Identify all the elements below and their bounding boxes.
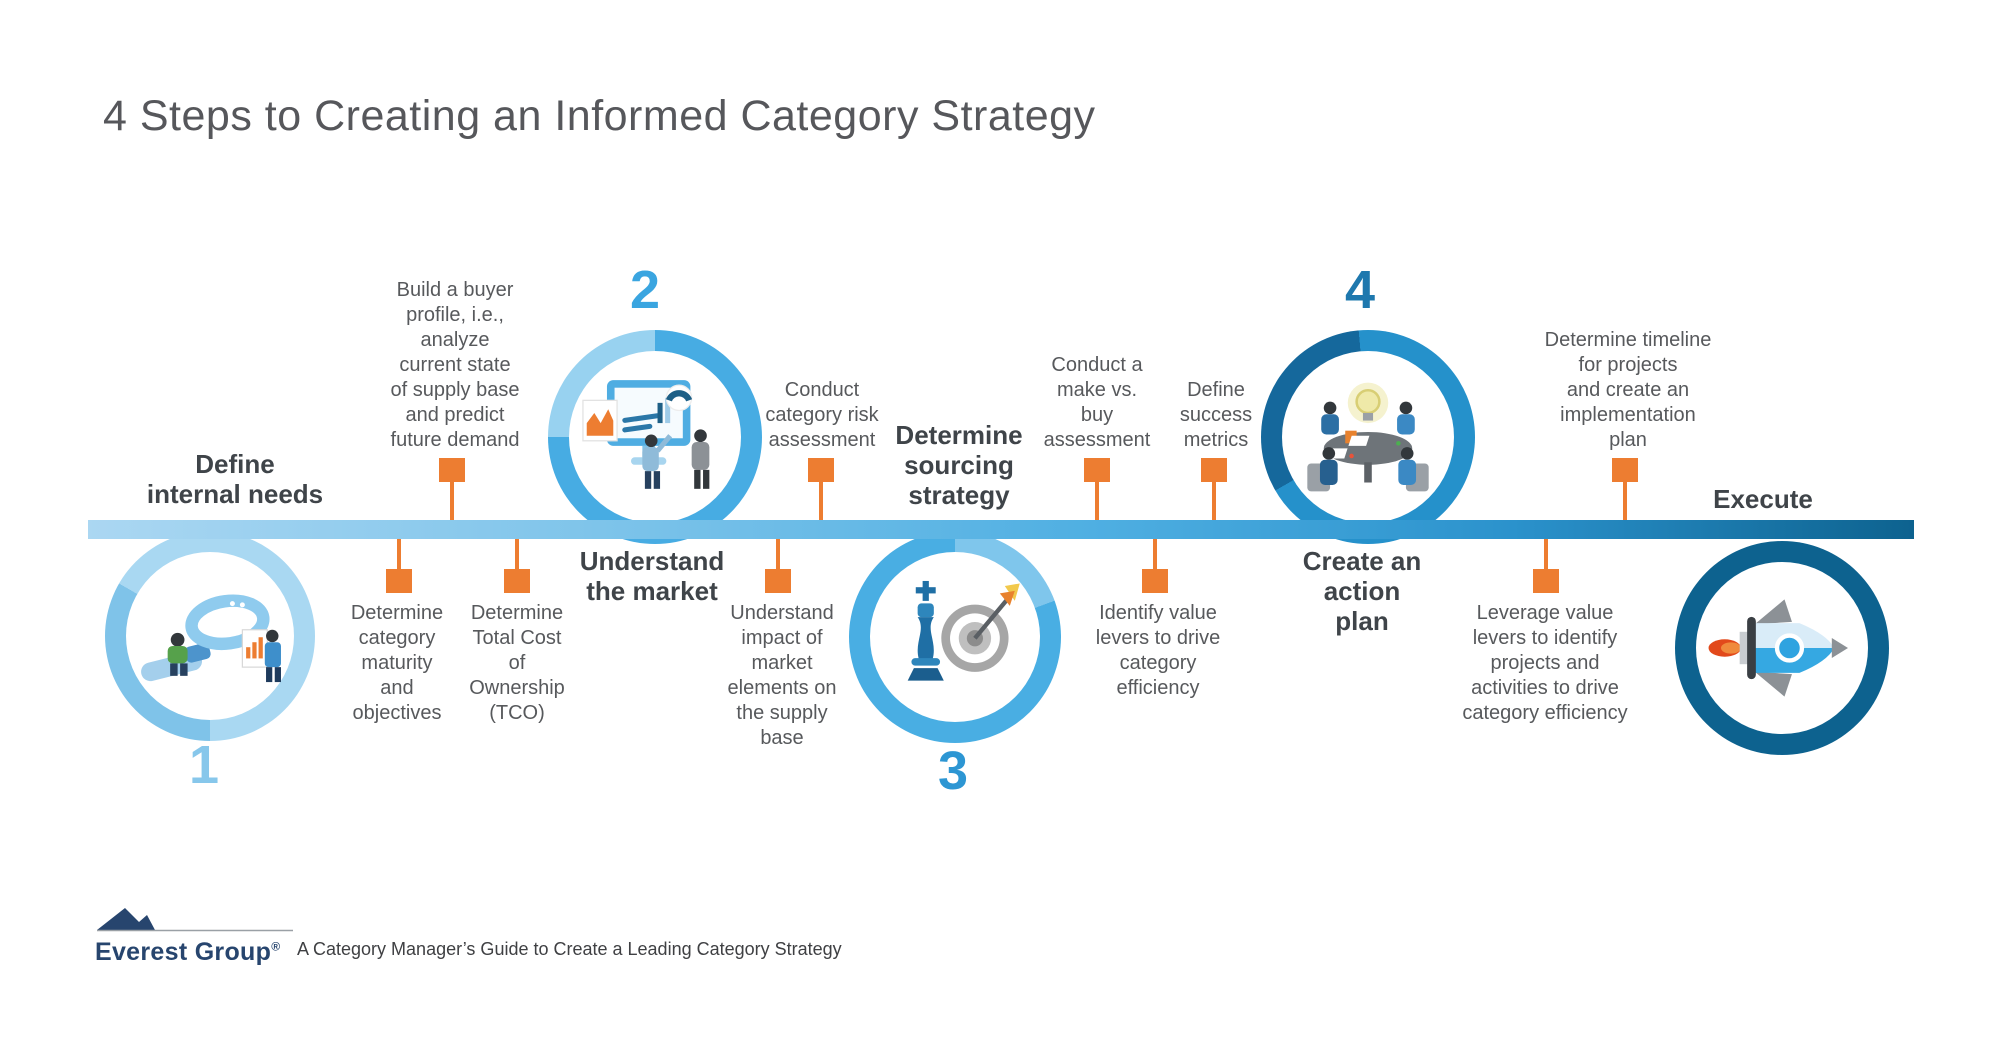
page-title: 4 Steps to Creating an Informed Category… [103, 92, 1096, 140]
step1-circle-inner [126, 552, 294, 720]
step4-number: 4 [1344, 260, 1376, 320]
step1-circle [105, 531, 315, 741]
step2-circle-inner [569, 351, 741, 523]
note-category-maturity: Determine category maturity and objectiv… [350, 602, 444, 724]
connector-marker [1142, 539, 1168, 593]
connector-marker [808, 458, 834, 520]
step3-number: 3 [937, 741, 969, 801]
connector-marker [1084, 458, 1110, 520]
step1-label: Define internal needs [146, 449, 324, 509]
note-value-levers-efficiency: Identify value levers to drive category … [1095, 602, 1221, 699]
team-roundtable-lightbulb-illustration [1307, 382, 1429, 492]
connector-marker [765, 539, 791, 593]
step3-label: Determine sourcing strategy [895, 420, 1023, 510]
chess-king-target-illustration [907, 580, 1020, 681]
step2-label: Understand the market [579, 546, 725, 606]
connector-marker [386, 539, 412, 593]
rocket-illustration [1708, 599, 1848, 697]
connector-marker [439, 458, 465, 520]
step2-circle [548, 330, 762, 544]
note-buyer-profile: Build a buyer profile, i.e., analyze cur… [390, 279, 520, 451]
execute-label: Execute [1713, 484, 1813, 514]
note-market-impact: Understand impact of market elements on … [727, 602, 837, 749]
mountain-icon [97, 908, 293, 932]
execute-circle-inner [1696, 562, 1868, 734]
footer-tagline: A Category Manager’s Guide to Create a L… [297, 939, 842, 959]
step4-label: Create an action plan [1302, 546, 1422, 636]
dashboard-people-illustration [582, 380, 710, 489]
timeline-bar [88, 520, 1914, 539]
note-leverage-value-levers: Leverage value levers to identify projec… [1462, 602, 1628, 724]
brand-name: Everest Group [95, 938, 272, 966]
connector-marker [1533, 539, 1559, 593]
note-category-risk: Conduct category risk assessment [765, 379, 879, 451]
step3-circle-inner [870, 552, 1040, 722]
brand-text: Everest Group® [95, 938, 305, 967]
everest-group-logo: Everest Group® [95, 905, 305, 967]
step4-circle-inner [1282, 351, 1454, 523]
step1-number: 1 [188, 735, 220, 795]
connector-marker [504, 539, 530, 593]
note-tco: Determine Total Cost of Ownership (TCO) [469, 602, 565, 724]
execute-circle [1675, 541, 1889, 755]
step4-circle [1261, 330, 1475, 544]
step3-circle [849, 531, 1061, 743]
registered-mark: ® [271, 939, 281, 954]
connector-marker [1612, 458, 1638, 520]
magnifier-people-illustration [141, 594, 281, 683]
connector-marker [1201, 458, 1227, 520]
note-timeline-implementation: Determine timeline for projects and crea… [1544, 329, 1712, 451]
step2-number: 2 [629, 260, 661, 320]
footer: Everest Group® A Category Manager’s Guid… [0, 900, 2000, 980]
note-make-vs-buy: Conduct a make vs. buy assessment [1043, 354, 1151, 451]
note-success-metrics: Define success metrics [1179, 379, 1253, 451]
